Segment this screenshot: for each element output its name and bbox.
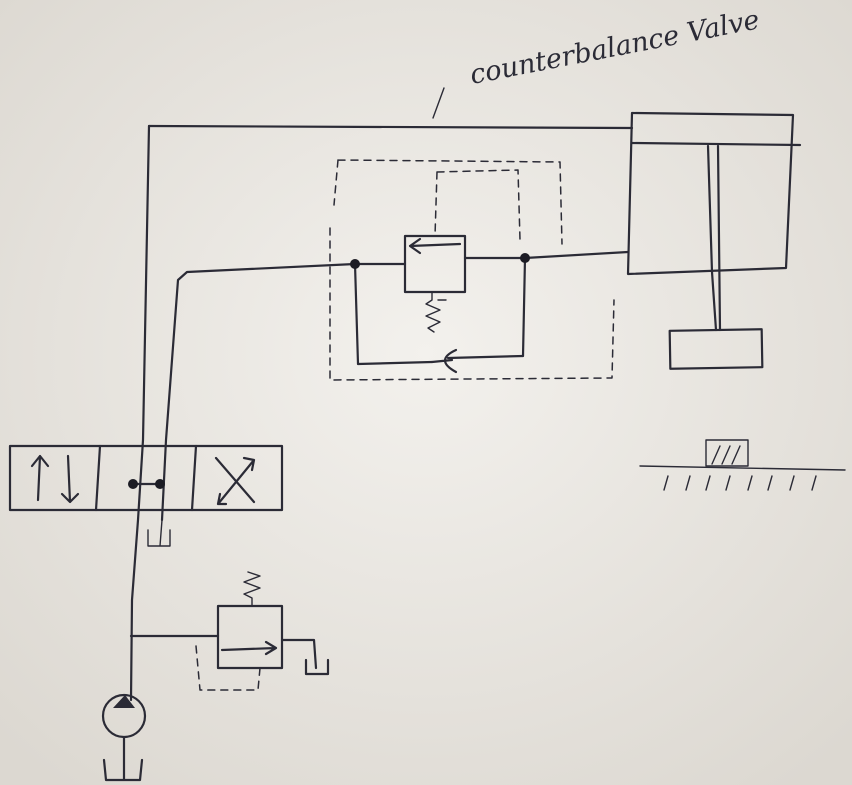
- tank-symbols: [102, 519, 171, 782]
- label-leader-line: [432, 87, 445, 119]
- line-return-to-valve: [160, 262, 357, 522]
- rod-end: [710, 270, 718, 332]
- hydraulic-pump: [101, 693, 147, 739]
- pump-body: [101, 693, 147, 739]
- ground-block-hatching: [711, 445, 741, 465]
- bypass-bottom: [356, 354, 525, 366]
- pressure-lines: [129, 124, 634, 702]
- ground-block: [705, 439, 749, 467]
- relief-valve-body: [216, 604, 284, 670]
- bypass-left: [353, 262, 360, 366]
- dcv-centre-port-a: [128, 479, 138, 489]
- valve-dashed-boundary: [329, 159, 615, 381]
- valve-spring: [425, 291, 447, 333]
- junction-dot-right: [520, 253, 530, 263]
- load-mass: [668, 328, 764, 370]
- valve-flow-arrow: [408, 237, 462, 255]
- cylinder-barrel: [626, 111, 795, 276]
- dcv-divider-1: [94, 444, 102, 512]
- bypass-right: [521, 256, 527, 358]
- dcv-parallel-arrows: [30, 454, 80, 504]
- dcv-body: [8, 444, 284, 512]
- pilot-line-left: [434, 169, 521, 241]
- line-left-vertical: [129, 124, 151, 702]
- dcv-cross-arrows: [214, 456, 256, 506]
- pump-triangle: [113, 695, 135, 708]
- pump-tank: [102, 736, 144, 782]
- dcv-divider-2: [190, 444, 198, 512]
- junction-dot-left: [350, 259, 360, 269]
- relief-valve-spring: [243, 571, 261, 607]
- relief-valve-arrow: [220, 640, 278, 656]
- ground-symbol: [639, 439, 846, 491]
- check-valve: [430, 348, 458, 374]
- hydraulic-cylinder: [626, 111, 802, 370]
- relief-valve: [195, 571, 330, 691]
- relief-valve-outlet: [280, 638, 318, 670]
- piston-rod: [706, 144, 722, 332]
- cylinder-cap-line: [630, 141, 802, 147]
- dcv-centre-port-b: [155, 479, 165, 489]
- directional-control-valve: [8, 444, 284, 512]
- ground-hatching: [663, 475, 817, 491]
- line-valve-to-cylinder: [523, 250, 630, 260]
- relief-tank: [304, 658, 330, 676]
- ground-base-line: [639, 465, 846, 471]
- line-top-to-cylinder: [147, 124, 634, 130]
- dcv-return-tank: [147, 519, 171, 547]
- counterbalance-valve: [329, 159, 615, 381]
